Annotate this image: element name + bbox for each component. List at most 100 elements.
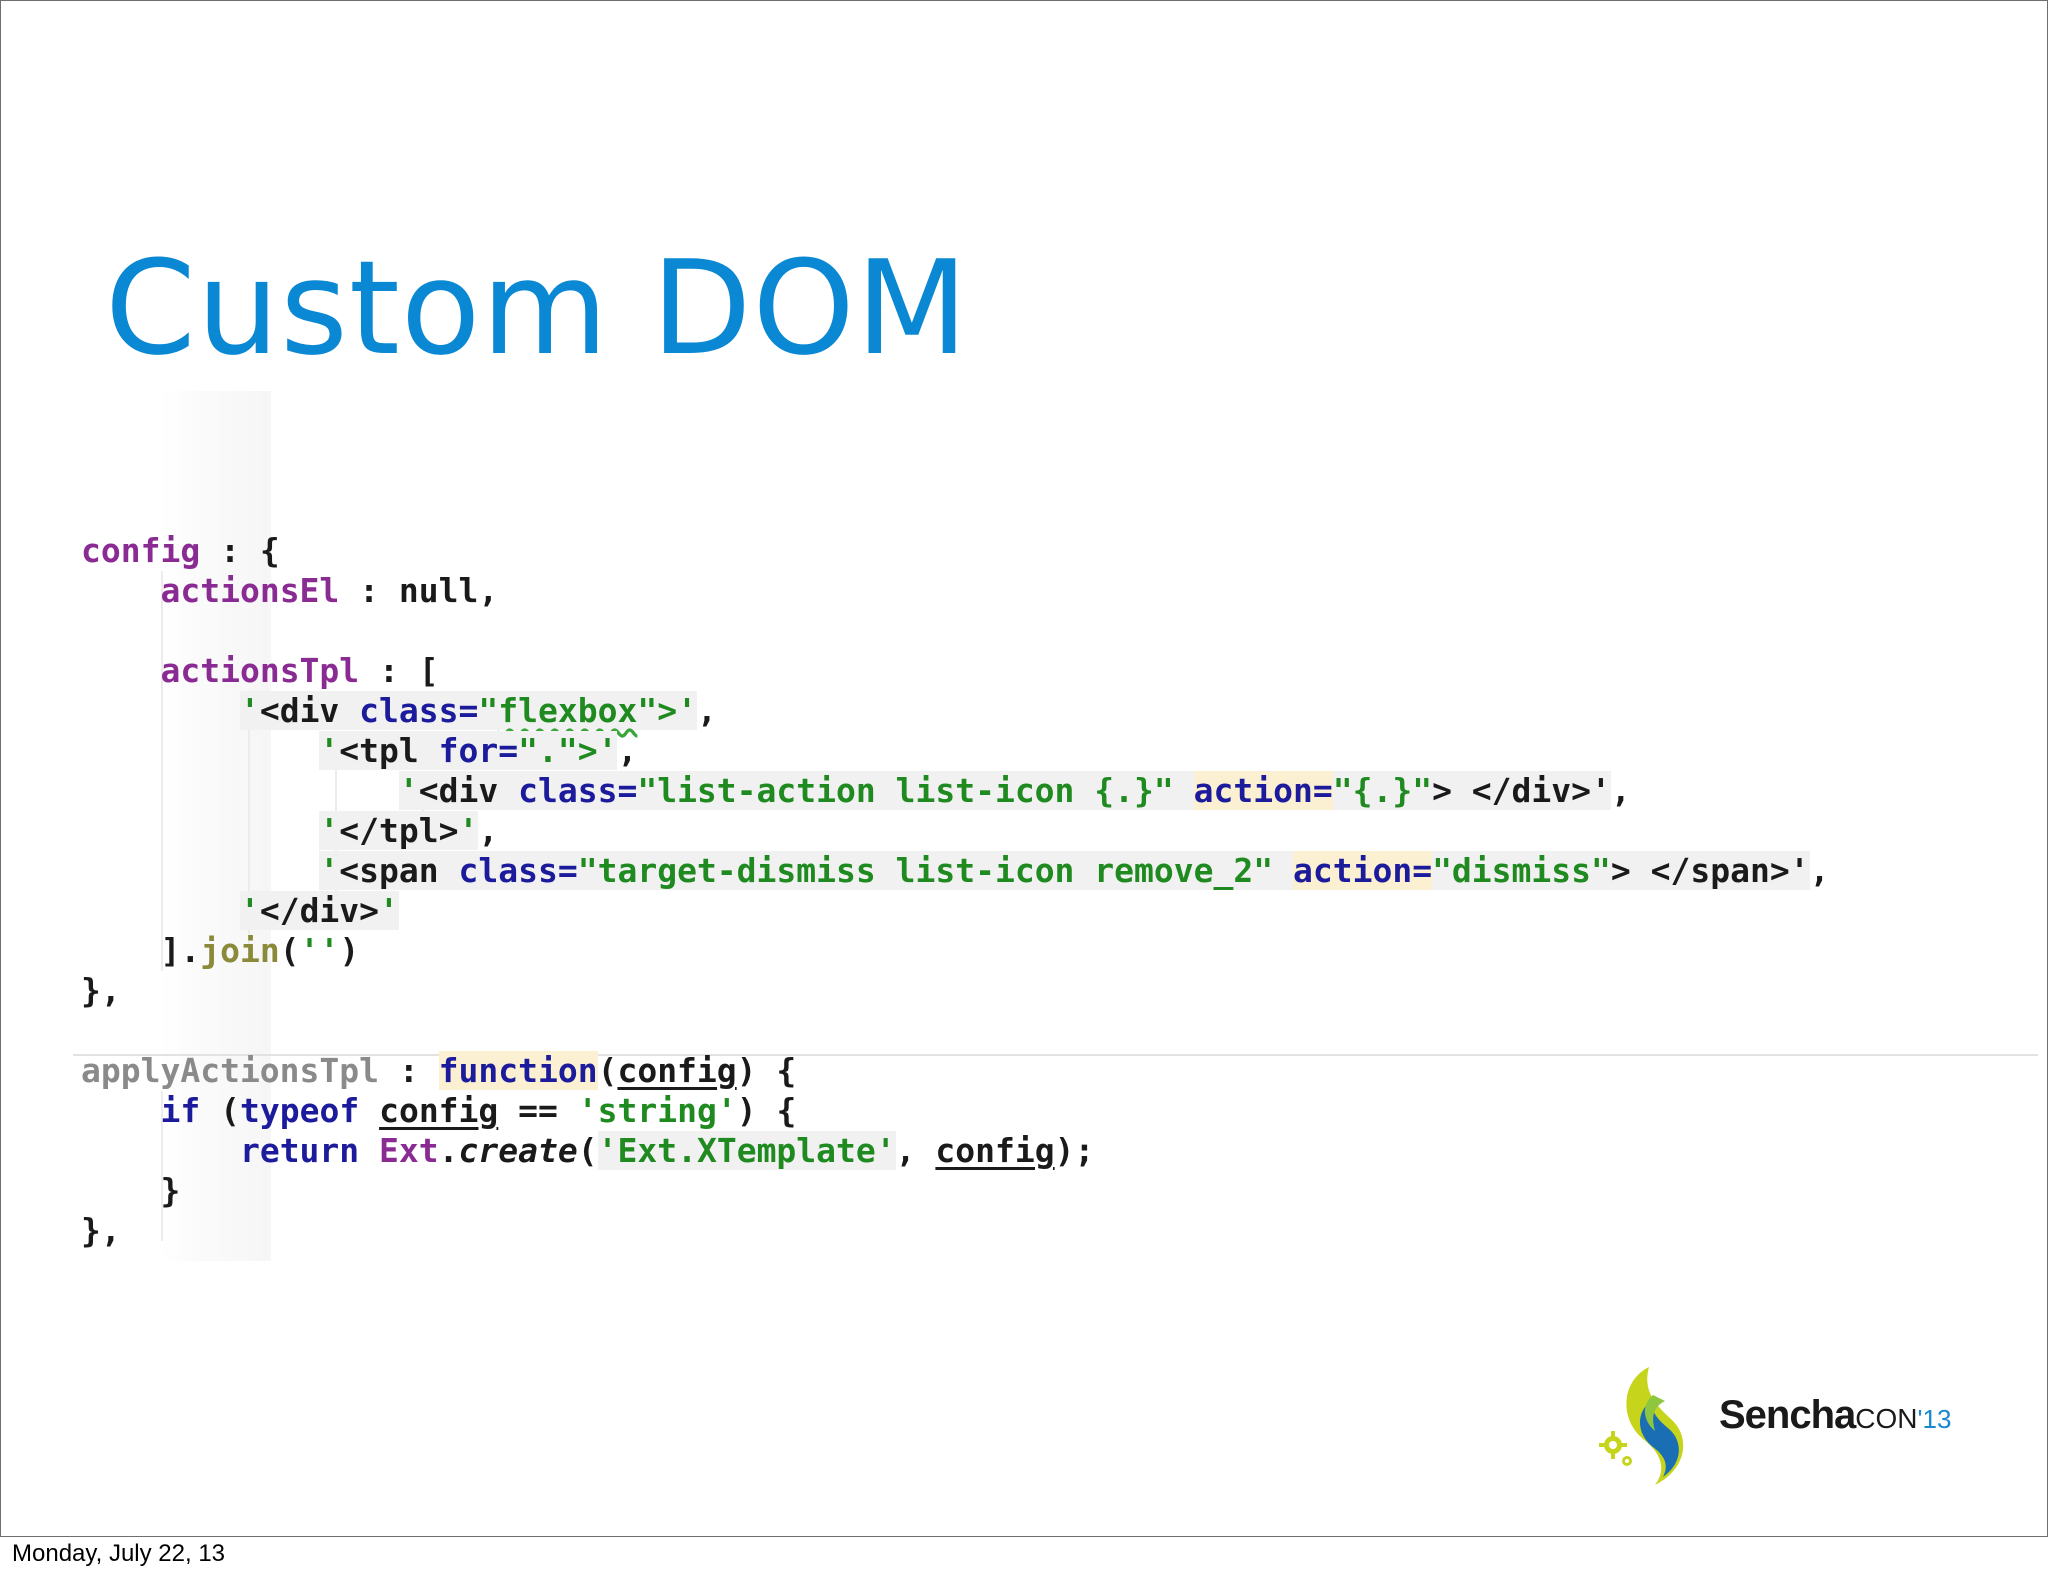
code-token: join xyxy=(200,931,280,970)
code-token: function xyxy=(438,1051,598,1090)
code-line-7: '<div class="list-action list-icon {.}" … xyxy=(81,771,1829,811)
footer-date: Monday, July 22, 13 xyxy=(12,1540,226,1567)
code-token: 'Ext.XTemplate' xyxy=(597,1131,896,1170)
code-token: " xyxy=(637,691,658,730)
code-token: "dismiss" xyxy=(1432,851,1611,890)
code-token: create xyxy=(458,1131,578,1170)
code-gutter-shade xyxy=(161,391,271,1261)
code-token: "list-action list-icon {.}" xyxy=(637,771,1174,810)
code-line-1: config : { xyxy=(81,531,1829,571)
code-token: "{.}" xyxy=(1332,771,1433,810)
code-token: ( xyxy=(577,1131,598,1170)
code-token: '' xyxy=(299,931,340,970)
code-line-13 xyxy=(81,1011,1829,1051)
code-token: , xyxy=(1809,851,1830,890)
code-token: flexbox xyxy=(498,691,638,730)
code-token: > </span>' xyxy=(1610,851,1810,890)
code-token: </div> xyxy=(259,891,380,930)
code-token: ) { xyxy=(736,1091,797,1130)
code-token: ) { xyxy=(736,1051,797,1090)
code-token: >' xyxy=(657,691,697,730)
code-token: ' xyxy=(319,731,340,770)
code-token: Ext xyxy=(379,1131,439,1170)
senchacon-logo: SenchaCON'13 xyxy=(1591,1361,1991,1491)
code-token: ' xyxy=(319,851,340,890)
code-line-9: '<span class="target-dismiss list-icon r… xyxy=(81,851,1829,891)
code-token: typeof xyxy=(239,1091,360,1130)
code-token: ) xyxy=(339,931,360,970)
code-line-10: '</div>' xyxy=(81,891,1829,931)
logo-brand: Sencha xyxy=(1719,1393,1856,1437)
code-token: : [ xyxy=(359,651,439,690)
logo-year: '13 xyxy=(1917,1404,1952,1434)
code-token: <div xyxy=(418,771,519,810)
code-token: >' xyxy=(577,731,618,770)
code-token: } xyxy=(160,1171,181,1210)
code-token: : null, xyxy=(339,571,499,610)
code-line-12: }, xyxy=(81,971,1829,1011)
code-token: action= xyxy=(1292,851,1433,890)
code-line-4: actionsTpl : [ xyxy=(81,651,1829,691)
code-token: ' xyxy=(458,811,479,850)
code-token: <span xyxy=(339,851,459,890)
code-token: "." xyxy=(518,731,578,770)
code-token: , xyxy=(617,731,638,770)
code-token: ' xyxy=(398,771,419,810)
code-token: ( xyxy=(200,1091,240,1130)
indent-guide xyxy=(161,1091,163,1241)
code-token: }, xyxy=(81,1211,121,1250)
code-token: actionsTpl xyxy=(160,651,360,690)
code-token: config xyxy=(935,1131,1055,1170)
code-line-6: '<tpl for=".">', xyxy=(81,731,1829,771)
code-line-3 xyxy=(81,611,1829,651)
logo-suffix: CON xyxy=(1855,1403,1918,1434)
code-token: applyActionsTpl xyxy=(81,1051,380,1090)
sencha-leaf-icon xyxy=(1599,1367,1684,1485)
code-line-5: '<div class="flexbox">', xyxy=(81,691,1829,731)
slide: Custom DOM config : { actionsEl : null, … xyxy=(0,0,2048,1537)
code-token xyxy=(359,1131,379,1170)
code-token: ( xyxy=(597,1051,618,1090)
code-token: : { xyxy=(200,531,280,570)
code-block: config : { actionsEl : null, actionsTpl … xyxy=(81,531,1829,1251)
code-token: 'string' xyxy=(577,1091,737,1130)
slide-title: Custom DOM xyxy=(105,232,969,384)
code-token: " xyxy=(478,691,499,730)
code-token: actionsEl xyxy=(160,571,340,610)
code-token: , xyxy=(696,691,717,730)
code-token: <tpl xyxy=(339,731,439,770)
code-token: return xyxy=(239,1131,360,1170)
code-separator xyxy=(73,1054,2038,1056)
logo-wordmark: SenchaCON'13 xyxy=(1719,1393,1951,1438)
code-token: if xyxy=(160,1091,201,1130)
code-token: "target-dismiss list-icon remove_2" xyxy=(577,851,1274,890)
code-token: config xyxy=(81,531,201,570)
code-token: <div xyxy=(259,691,360,730)
code-token: for= xyxy=(438,731,519,770)
code-token: </tpl> xyxy=(339,811,459,850)
code-token: config xyxy=(617,1051,737,1090)
code-token: ' xyxy=(319,811,340,850)
code-token: }, xyxy=(81,971,121,1010)
code-screenshot: config : { actionsEl : null, actionsTpl … xyxy=(73,391,2043,1271)
code-token: ); xyxy=(1054,1131,1095,1170)
code-line-17: } xyxy=(81,1171,1829,1211)
code-token: ' xyxy=(239,691,260,730)
indent-guide xyxy=(161,571,163,971)
code-line-18: }, xyxy=(81,1211,1829,1251)
code-token: , xyxy=(1610,771,1631,810)
code-token: ]. xyxy=(160,931,201,970)
code-token: : xyxy=(379,1051,439,1090)
code-token: , xyxy=(895,1131,936,1170)
code-line-15: if (typeof config == 'string') { xyxy=(81,1091,1829,1131)
code-token xyxy=(359,1091,379,1130)
code-token: . xyxy=(438,1131,459,1170)
code-line-11: ].join('') xyxy=(81,931,1829,971)
code-token: class= xyxy=(518,771,638,810)
code-line-8: '</tpl>', xyxy=(81,811,1829,851)
code-token: > </div>' xyxy=(1432,771,1611,810)
code-line-16: return Ext.create('Ext.XTemplate', confi… xyxy=(81,1131,1829,1171)
code-token: ' xyxy=(239,891,260,930)
code-token: class= xyxy=(359,691,479,730)
indent-guide xyxy=(248,691,250,951)
